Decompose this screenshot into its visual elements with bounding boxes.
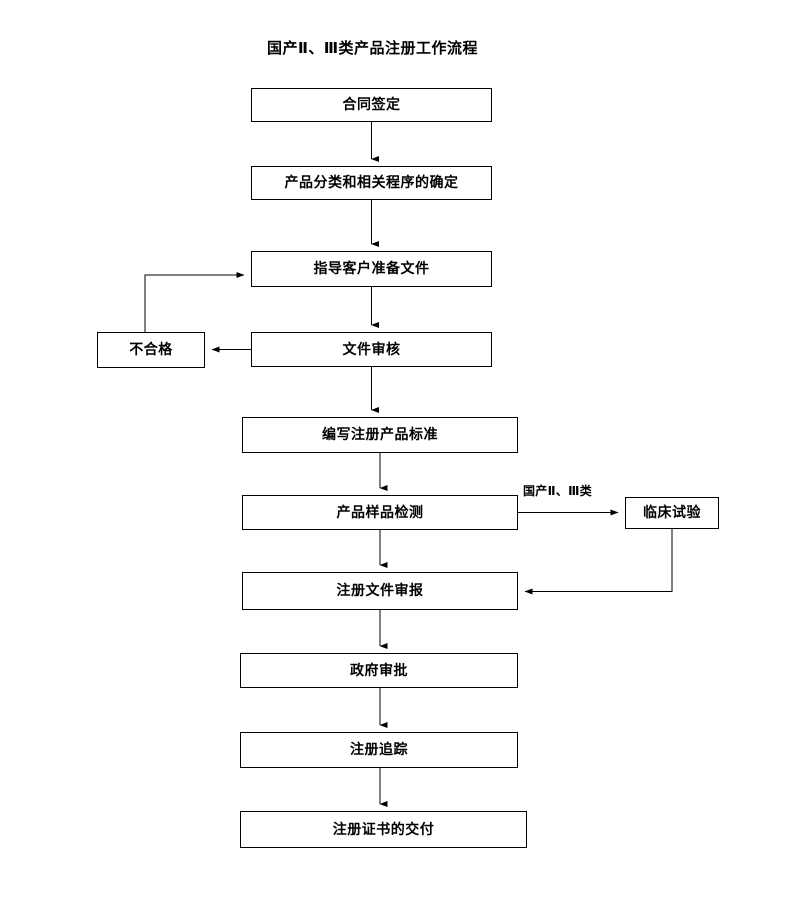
node-doc-review[interactable]: 文件审核	[251, 332, 492, 367]
node-deliver-cert[interactable]: 注册证书的交付	[240, 811, 527, 848]
edge-label-domestic-class: 国产Ⅱ、Ⅲ类	[523, 484, 593, 498]
node-label: 合同签定	[342, 96, 401, 113]
node-contract[interactable]: 合同签定	[251, 88, 492, 122]
node-track[interactable]: 注册追踪	[240, 732, 518, 768]
node-write-std[interactable]: 编写注册产品标准	[242, 417, 518, 453]
node-sample-test[interactable]: 产品样品检测	[242, 495, 518, 530]
node-label: 不合格	[129, 341, 173, 358]
node-label: 注册文件审报	[336, 582, 424, 599]
node-submit-docs[interactable]: 注册文件审报	[242, 572, 518, 610]
node-label: 政府审批	[350, 661, 408, 678]
node-guide-docs[interactable]: 指导客户准备文件	[251, 251, 492, 287]
node-label: 产品分类和相关程序的确定	[284, 174, 459, 191]
node-label: 注册证书的交付	[332, 820, 435, 837]
edge-unqualified-to-guide-docs	[144, 272, 245, 332]
edge-clinical-to-submit-docs	[524, 529, 673, 595]
node-label: 产品样品检测	[336, 503, 424, 520]
node-label: 编写注册产品标准	[322, 426, 438, 443]
node-unqualified[interactable]: 不合格	[97, 332, 205, 368]
node-label: 文件审核	[342, 340, 401, 357]
node-classify[interactable]: 产品分类和相关程序的确定	[251, 166, 492, 200]
node-gov-approval[interactable]: 政府审批	[240, 653, 518, 688]
node-label: 临床试验	[643, 504, 701, 521]
node-clinical-trial[interactable]: 临床试验	[625, 497, 719, 529]
page-title: 国产Ⅱ、Ⅲ类产品注册工作流程	[266, 40, 479, 57]
node-label: 指导客户准备文件	[313, 260, 430, 277]
node-label: 注册追踪	[350, 741, 408, 758]
